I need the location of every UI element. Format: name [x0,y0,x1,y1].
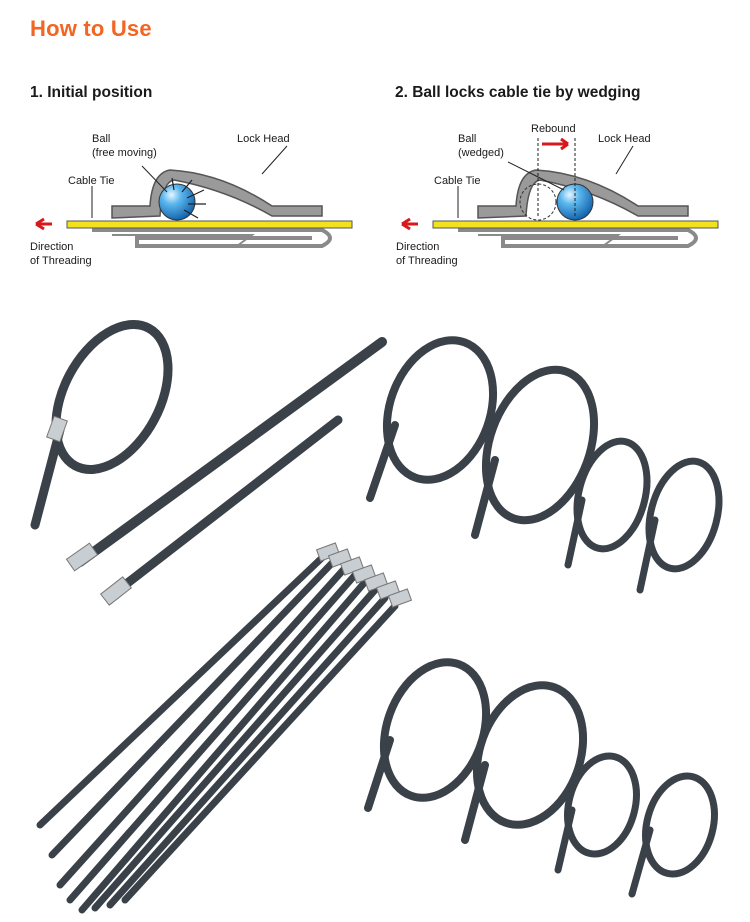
direction-label-2: of Threading [396,255,458,267]
loop-7 [564,752,640,858]
straight-tie-1 [75,337,387,567]
step-2-heading: 2. Ball locks cable tie by wedging [395,84,641,101]
direction-arrow [35,217,52,231]
straight-tie-2 [107,415,343,600]
strap-lower [112,234,256,247]
direction-label-1: Direction [30,241,73,253]
loop-1 [382,336,498,484]
motion-arrows [171,177,206,219]
section-title: How to Use [30,16,152,41]
lock-head-label: Lock Head [237,133,290,145]
cable-tie-band [432,220,719,229]
step-1-heading: 1. Initial position [30,84,153,101]
ball-state-label: (free moving) [92,147,157,159]
cable-tie-label: Cable Tie [68,175,114,187]
ball-label: Ball [92,133,110,145]
strap-loop [458,228,698,248]
ball-ghost [519,183,557,221]
coiled-tie [51,320,173,474]
lock-head-label: Lock Head [598,133,651,145]
rebound-arrow [542,137,569,151]
cable-tie-label: Cable Tie [434,175,480,187]
loop-3 [573,437,651,553]
tie-bundle [36,551,399,914]
diagram-initial-position: Ball (free moving) Lock Head Cable Tie D… [30,133,353,267]
strap-lower [478,234,622,247]
lock-head-shape [111,169,323,219]
diagram-ball-wedged: Ball (wedged) Rebound Lock Head Cable Ti… [396,123,719,267]
rebound-label: Rebound [531,123,576,135]
ball-label: Ball [458,133,476,145]
loop-6 [472,681,588,829]
tie-bundle-heads [315,542,413,608]
direction-label-1: Direction [396,241,439,253]
loop-4 [645,457,723,573]
cable-tie-band [66,220,353,229]
product-photo [30,320,723,914]
cable-ties-illustration [30,320,723,914]
ball-state-label: (wedged) [458,147,504,159]
strap-loop [92,228,332,248]
loop-8 [642,772,718,878]
lock-head-shape [477,169,689,219]
direction-arrow [401,217,418,231]
direction-label-2: of Threading [30,255,92,267]
